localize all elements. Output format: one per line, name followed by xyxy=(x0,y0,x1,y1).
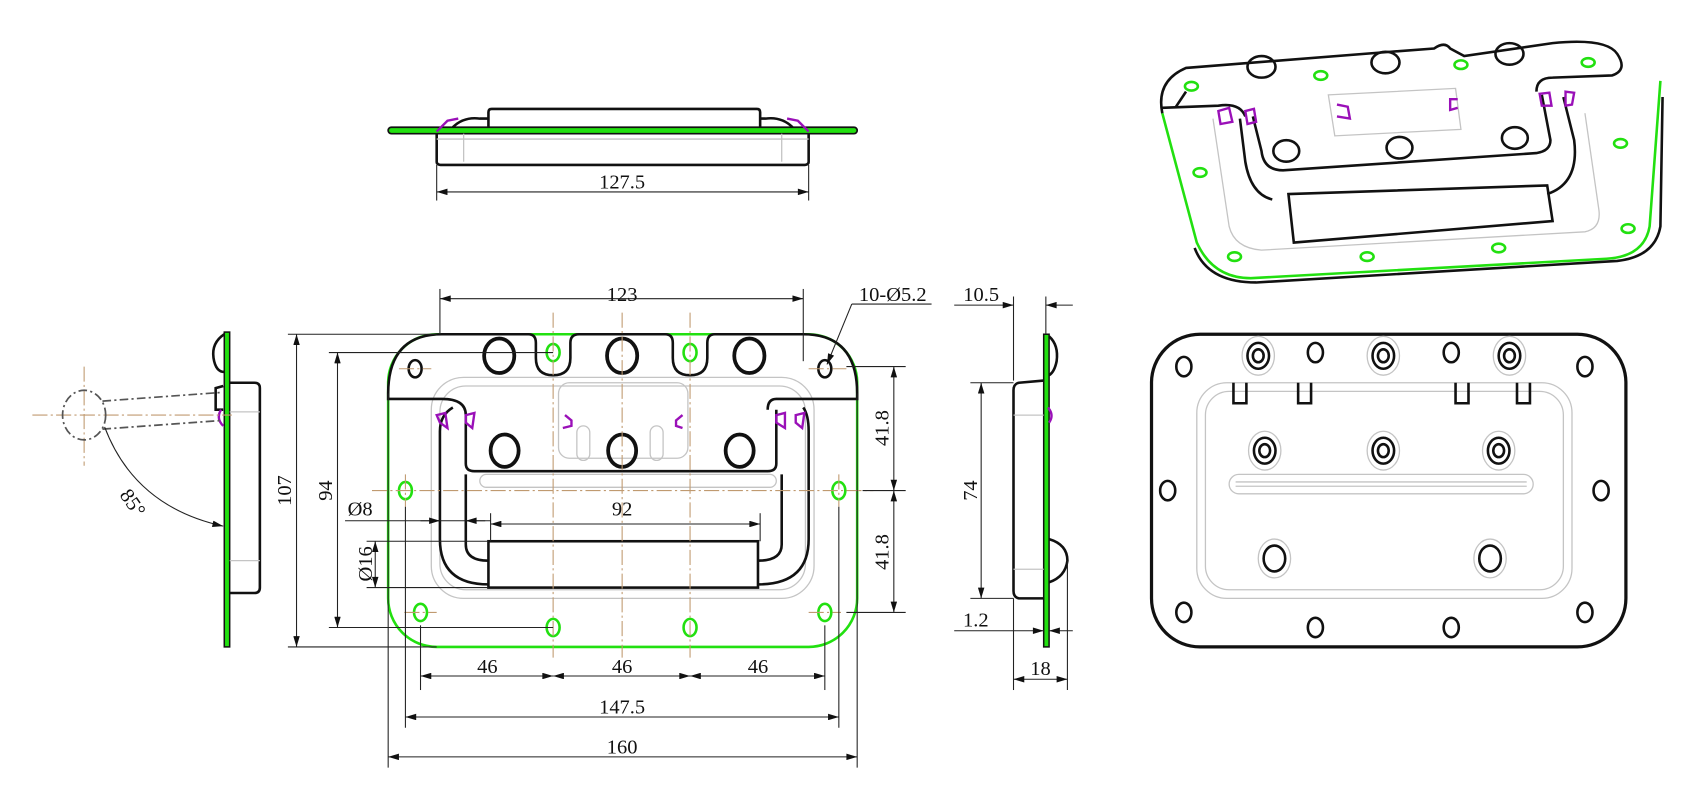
dim-85-degree: 85° xyxy=(115,485,149,521)
right-side-view: 10.5 74 1.2 18 xyxy=(954,284,1073,691)
front-view: 123 107 94 Ø8 92 Ø16 41.8 41.8 46 46 46 … xyxy=(274,284,932,768)
handle-tabs xyxy=(1232,382,1532,405)
dim-41-8-lower: 41.8 xyxy=(871,534,893,570)
back-view xyxy=(1149,332,1628,649)
dim-rod-diameter: Ø8 xyxy=(348,498,373,520)
dim-grip-diameter: Ø16 xyxy=(355,546,377,581)
dim-127-5: 127.5 xyxy=(599,172,645,194)
dim-107: 107 xyxy=(274,475,296,506)
dim-41-8-upper: 41.8 xyxy=(871,410,893,446)
dim-10-5: 10.5 xyxy=(963,284,999,306)
dim-1-2: 1.2 xyxy=(963,609,989,631)
dim-147-5: 147.5 xyxy=(599,697,645,719)
left-side-view: 85° xyxy=(32,331,262,648)
dim-74: 74 xyxy=(960,480,982,500)
dim-92: 92 xyxy=(612,498,632,520)
isometric-view xyxy=(1159,40,1664,284)
back-holes xyxy=(1158,341,1610,639)
dim-46-a: 46 xyxy=(477,656,497,678)
rivets xyxy=(1241,335,1527,471)
dim-94: 94 xyxy=(315,480,337,500)
dim-123: 123 xyxy=(607,284,638,306)
dim-160: 160 xyxy=(607,737,638,759)
hole-callout: 10-Ø5.2 xyxy=(859,284,927,306)
iso-green-holes xyxy=(1183,56,1636,263)
dim-46-c: 46 xyxy=(748,656,768,678)
top-view: 127.5 xyxy=(387,107,859,201)
dim-46-b: 46 xyxy=(612,656,632,678)
dim-18: 18 xyxy=(1030,658,1050,680)
